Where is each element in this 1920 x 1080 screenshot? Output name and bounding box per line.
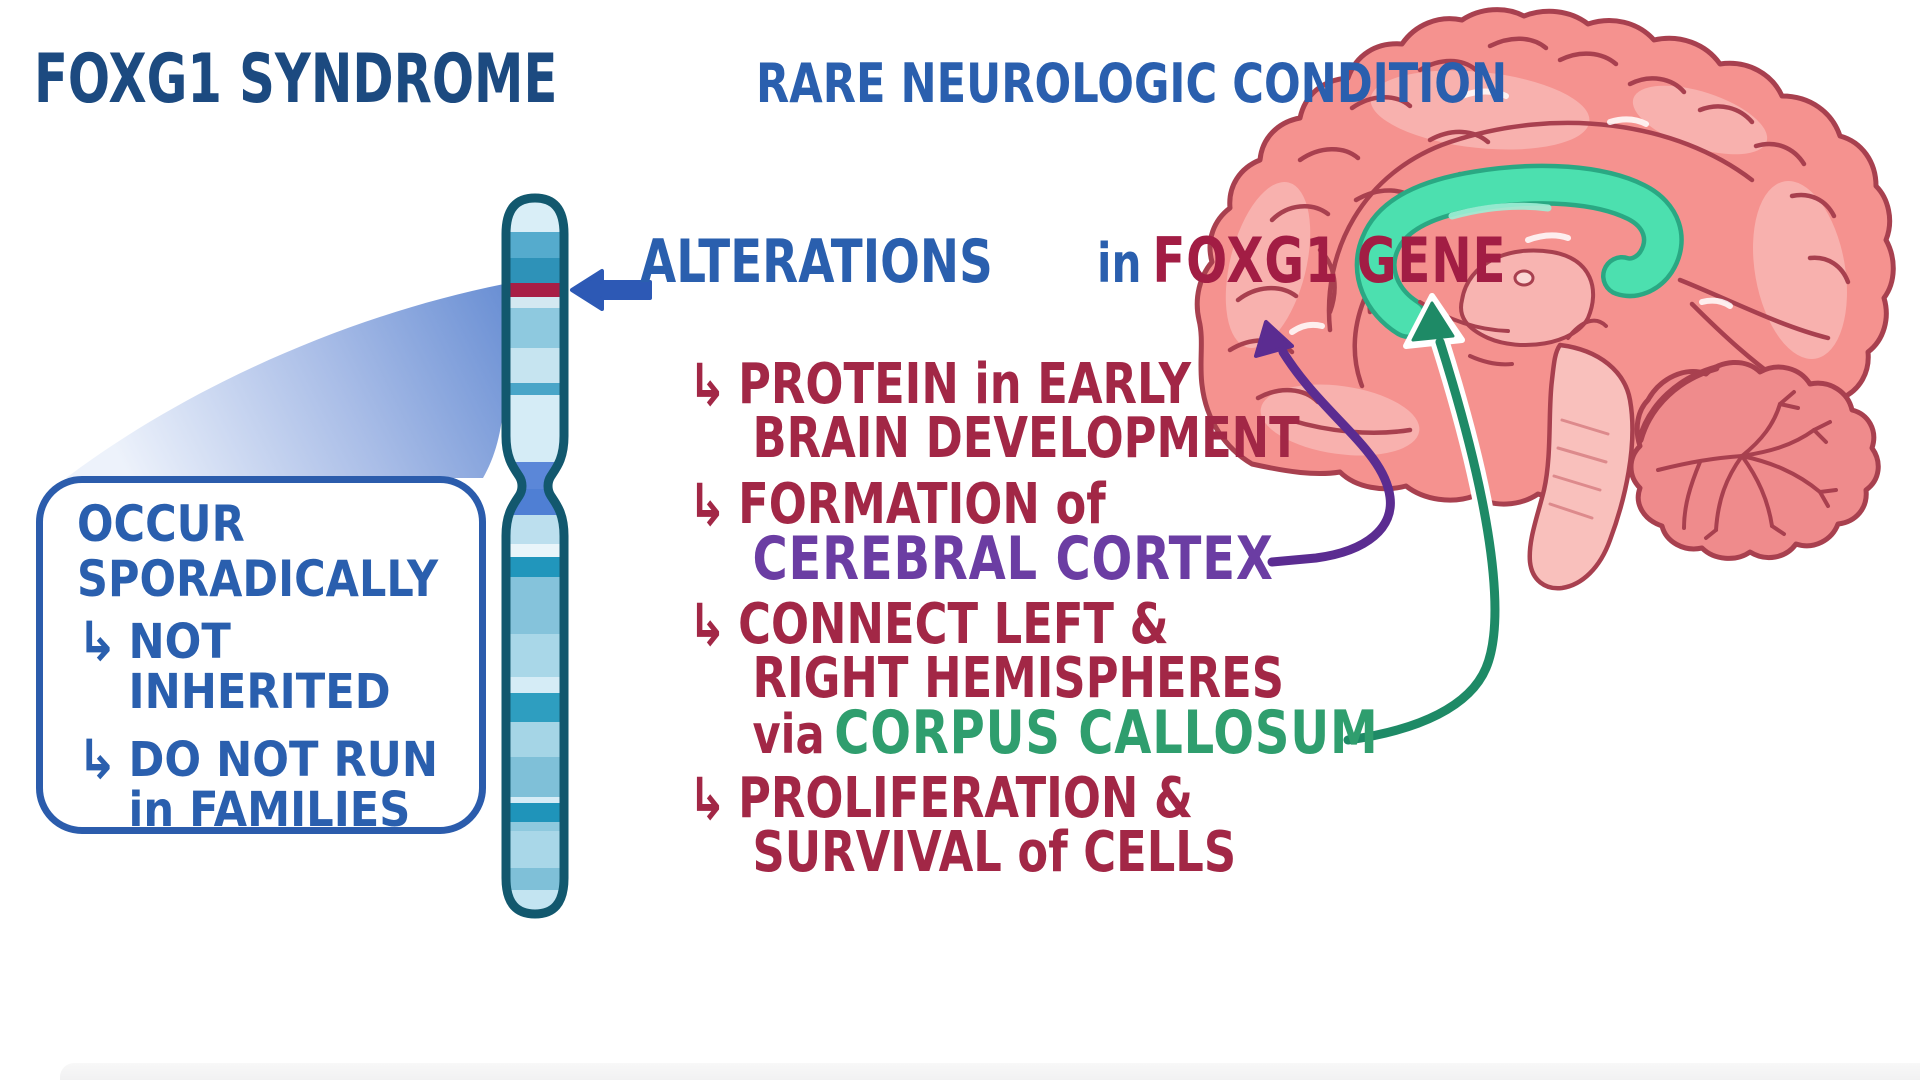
page-title: FOXG1 SYNDROME xyxy=(34,40,558,119)
function-bullet-protein: ↳ PROTEIN in EARLY BRAIN DEVELOPMENT xyxy=(688,351,1300,471)
cerebellum xyxy=(1628,359,1881,561)
page-subtitle: RARE NEUROLOGIC CONDITION xyxy=(756,52,1508,115)
gene-callout-line1: ALTERATIONS xyxy=(640,227,993,297)
function-3-line2: RIGHT HEMISPHERES xyxy=(752,646,1284,711)
cortex-highlight-patches xyxy=(1225,70,1847,456)
brain-illustration xyxy=(1194,7,1896,591)
sporadic-callout-box: OCCUR SPORADICALLY ↳ NOT INHERITED ↳ DO … xyxy=(36,476,486,836)
corpus-callosum-highlight xyxy=(1354,163,1684,339)
function-3-prefix: via xyxy=(752,703,825,766)
cortex-pointer-arrow xyxy=(1254,320,1395,567)
corpus-callosum-label: CORPUS CALLOSUM xyxy=(834,698,1379,768)
branch-arrow-icon: ↳ xyxy=(688,351,727,419)
callosum-pointer-arrow xyxy=(1338,293,1505,750)
branch-arrow-icon: ↳ xyxy=(77,610,118,673)
function-2-line1: FORMATION of xyxy=(738,472,1106,537)
interthalamic-adhesion xyxy=(1513,269,1535,287)
function-bullet-cortex: ↳ FORMATION of CEREBRAL CORTEX xyxy=(688,471,1274,594)
function-bullet-proliferation: ↳ PROLIFERATION & SURVIVAL of CELLS xyxy=(688,765,1237,885)
function-4-line2: SURVIVAL of CELLS xyxy=(752,820,1237,885)
sporadic-bullet-2: ↳ DO NOT RUN in FAMILIES xyxy=(77,728,438,836)
cerebellum-arbor-vitae xyxy=(1656,390,1838,540)
brainstem xyxy=(1527,318,1635,591)
branch-arrow-icon: ↳ xyxy=(688,471,727,539)
sporadic-bullet-2-line2: in FAMILIES xyxy=(128,782,411,838)
function-4-line1: PROLIFERATION & xyxy=(738,766,1194,831)
branch-arrow-icon: ↳ xyxy=(688,765,727,833)
branch-arrow-icon: ↳ xyxy=(688,591,727,659)
branch-arrow-icon: ↳ xyxy=(77,728,118,791)
gene-callout-prefix: in xyxy=(1097,232,1142,295)
sporadic-heading-line2: SPORADICALLY xyxy=(77,550,439,608)
sporadic-heading-line1: OCCUR xyxy=(77,495,245,553)
sporadic-bullet-1-line2: INHERITED xyxy=(128,664,391,720)
function-3-line1: CONNECT LEFT & xyxy=(738,592,1169,657)
bottom-bar xyxy=(60,1063,1920,1080)
spotlight-cone xyxy=(66,284,504,478)
function-1-line1: PROTEIN in EARLY xyxy=(738,352,1192,417)
gene-name-label: FOXG1 GENE xyxy=(1152,224,1507,297)
cerebral-cortex-label: CEREBRAL CORTEX xyxy=(752,524,1274,594)
foxg1-gene-band xyxy=(506,283,564,297)
chromosome-outline xyxy=(501,193,569,919)
tentorium-line xyxy=(1636,364,1720,444)
function-1-line2: BRAIN DEVELOPMENT xyxy=(752,406,1300,471)
chromosome-illustration xyxy=(501,193,569,919)
sporadic-bullet-2-line1: DO NOT RUN xyxy=(128,732,439,788)
sporadic-bullet-1-line1: NOT xyxy=(128,614,231,670)
chromosome-bands xyxy=(506,198,564,914)
sporadic-bullet-1: ↳ NOT INHERITED xyxy=(77,610,432,720)
gene-location-arrow-icon xyxy=(570,269,652,311)
midbrain-notch xyxy=(1566,318,1608,340)
title-block: FOXG1 SYNDROME RARE NEUROLOGIC CONDITION xyxy=(34,44,1695,116)
